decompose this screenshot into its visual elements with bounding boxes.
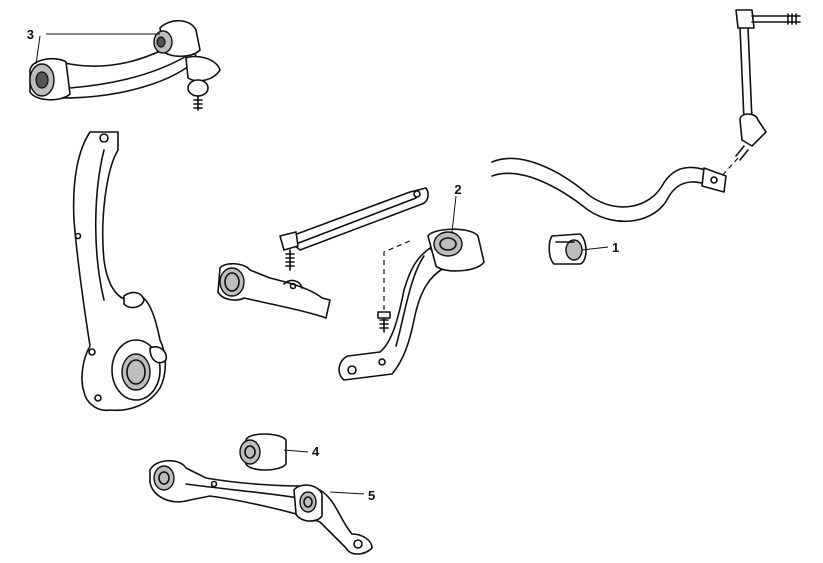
callout-leaders bbox=[35, 33, 609, 495]
callout-1: 1 bbox=[612, 240, 619, 255]
lower-control-arm bbox=[149, 459, 373, 555]
leader-2 bbox=[451, 195, 457, 233]
leader-4 bbox=[283, 449, 309, 453]
stabilizer-bar bbox=[491, 157, 727, 223]
compression-arm bbox=[338, 228, 485, 381]
tension-rod bbox=[279, 187, 429, 271]
upper-control-arm bbox=[29, 19, 221, 111]
lower-arm-bushing bbox=[239, 433, 287, 471]
leader-3-lower bbox=[35, 35, 41, 65]
subframe-section bbox=[217, 262, 331, 319]
leader-5 bbox=[329, 491, 365, 495]
callout-5: 5 bbox=[368, 488, 375, 503]
steering-knuckle bbox=[72, 131, 168, 412]
callout-2: 2 bbox=[454, 182, 461, 197]
callout-3: 3 bbox=[27, 27, 34, 42]
stabilizer-link bbox=[719, 9, 801, 179]
callout-4: 4 bbox=[312, 444, 320, 459]
leader-1 bbox=[581, 246, 609, 251]
stabilizer-bushing bbox=[548, 233, 587, 265]
